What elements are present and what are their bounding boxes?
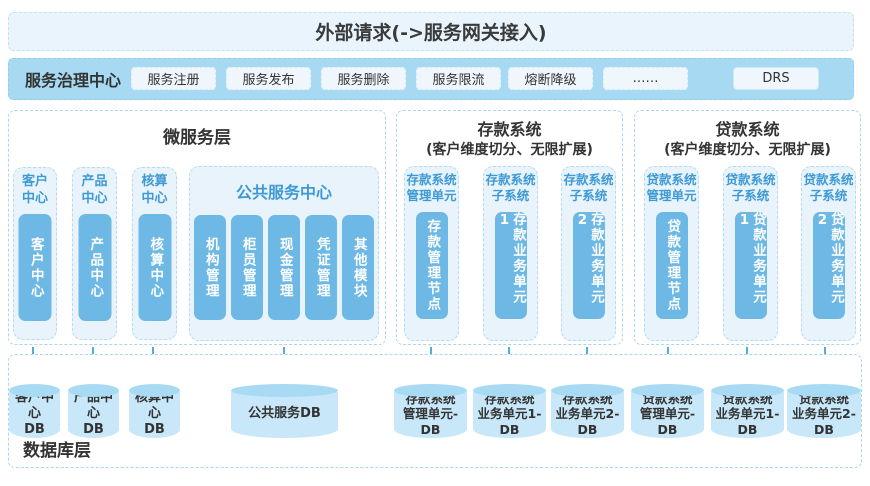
accounting-center-box: 核算 中心 核算中心 <box>132 167 177 340</box>
loan-system-title: 贷款系统 <box>715 120 780 139</box>
loan-mgmt-unit-box: 贷款系统 管理单元 贷款管理节点 <box>644 166 699 341</box>
loan-business-unit-2: 贷款业务单元2 <box>812 212 845 319</box>
module-teller-mgmt: 柜员管理 <box>231 215 263 320</box>
db-cylinder-loan-unit2: 贷款系统 业务单元2-DB <box>787 384 861 438</box>
customer-center-unit: 客户中心 <box>18 214 52 321</box>
deposit-subsystem-1-box: 存款系统 子系统 存款业务单元1 <box>483 166 538 341</box>
loan-subsystem-1-header: 贷款系统 子系统 <box>725 172 776 204</box>
db-cylinder-loan-mgmt: 贷款系统 管理单元-DB <box>631 384 704 438</box>
deposit-system-title: 存款系统 <box>477 120 542 139</box>
db-cylinder-loan-unit1: 贷款系统 业务单元1-DB <box>711 384 784 438</box>
database-layer-panel: 数据库层 客户中心 DB 产品中心 DB 核算中心 DB 公共服务DB 存款系统… <box>8 354 862 468</box>
db-cylinder-accounting-center: 核算中心 DB <box>129 384 180 438</box>
governance-chip-circuit-break: 熔断降级 <box>508 67 593 90</box>
customer-center-header: 客户 中心 <box>21 174 48 206</box>
loan-subsystem-2-box: 贷款系统 子系统 贷款业务单元2 <box>801 166 856 341</box>
deposit-system-subtitle: (客户维度切分、无限扩展) <box>426 142 593 159</box>
external-request-bar: 外部请求(->服务网关接入) <box>8 12 854 51</box>
loan-business-unit-1: 贷款业务单元1 <box>734 212 767 319</box>
common-service-center-box: 公共服务中心 机构管理 柜员管理 现金管理 凭证管理 其他模块 <box>189 166 379 341</box>
deposit-subsystem-1-header: 存款系统 子系统 <box>485 172 536 204</box>
product-center-box: 产品 中心 产品中心 <box>72 167 117 340</box>
product-center-header: 产品 中心 <box>81 174 108 206</box>
governance-chip-service-throttle: 服务限流 <box>416 67 501 90</box>
governance-chip-service-delete: 服务删除 <box>321 67 406 90</box>
microservice-layer-title: 微服务层 <box>163 128 231 148</box>
module-voucher-mgmt: 凭证管理 <box>305 215 337 320</box>
deposit-mgmt-unit-box: 存款系统 管理单元 存款管理节点 <box>404 166 459 341</box>
module-org-mgmt: 机构管理 <box>194 215 226 320</box>
deposit-business-unit-1: 存款业务单元1 <box>494 212 527 319</box>
governance-chip-service-publish: 服务发布 <box>226 67 311 90</box>
drs-chip: DRS <box>733 67 819 90</box>
db-cylinder-deposit-mgmt: 存款系统 管理单元-DB <box>394 384 467 438</box>
db-cylinder-product-center: 产品中心 DB <box>68 384 119 438</box>
loan-system-panel: 贷款系统 (客户维度切分、无限扩展) 贷款系统 管理单元 贷款管理节点 贷款系统… <box>634 110 861 345</box>
external-request-title: 外部请求(->服务网关接入) <box>315 22 547 44</box>
common-service-center-title: 公共服务中心 <box>235 183 332 202</box>
loan-system-subtitle: (客户维度切分、无限扩展) <box>664 142 831 159</box>
deposit-mgmt-node: 存款管理节点 <box>415 212 448 319</box>
microservice-layer-panel: 微服务层 客户 中心 客户中心 产品 中心 产品中心 核算 中心 核算中心 公共… <box>8 110 386 345</box>
governance-chip-more: …… <box>603 67 688 90</box>
governance-label: 服务治理中心 <box>25 71 122 90</box>
module-other: 其他模块 <box>342 215 374 320</box>
loan-mgmt-node: 贷款管理节点 <box>655 212 688 319</box>
governance-chip-service-register: 服务注册 <box>131 67 216 90</box>
db-cylinder-deposit-unit1: 存款系统 业务单元1-DB <box>473 384 546 438</box>
deposit-system-panel: 存款系统 (客户维度切分、无限扩展) 存款系统 管理单元 存款管理节点 存款系统… <box>396 110 623 345</box>
loan-subsystem-2-header: 贷款系统 子系统 <box>803 172 854 204</box>
deposit-subsystem-2-box: 存款系统 子系统 存款业务单元2 <box>561 166 616 341</box>
service-governance-bar: 服务治理中心 服务注册 服务发布 服务删除 服务限流 熔断降级 …… DRS <box>8 58 854 100</box>
db-cylinder-common-service: 公共服务DB <box>231 384 338 438</box>
deposit-business-unit-2: 存款业务单元2 <box>572 212 605 319</box>
module-cash-mgmt: 现金管理 <box>268 215 300 320</box>
deposit-mgmt-unit-header: 存款系统 管理单元 <box>406 172 457 204</box>
loan-mgmt-unit-header: 贷款系统 管理单元 <box>646 172 697 204</box>
common-service-modules: 机构管理 柜员管理 现金管理 凭证管理 其他模块 <box>190 215 378 320</box>
deposit-subsystem-2-header: 存款系统 子系统 <box>563 172 614 204</box>
database-layer-label: 数据库层 <box>23 441 91 461</box>
customer-center-box: 客户 中心 客户中心 <box>13 167 57 340</box>
accounting-center-header: 核算 中心 <box>141 174 168 206</box>
accounting-center-unit: 核算中心 <box>138 214 171 321</box>
loan-subsystem-1-box: 贷款系统 子系统 贷款业务单元1 <box>723 166 778 341</box>
product-center-unit: 产品中心 <box>78 214 111 321</box>
db-cylinder-deposit-unit2: 存款系统 业务单元2-DB <box>551 384 624 438</box>
db-cylinder-customer-center: 客户中心 DB <box>9 384 60 438</box>
